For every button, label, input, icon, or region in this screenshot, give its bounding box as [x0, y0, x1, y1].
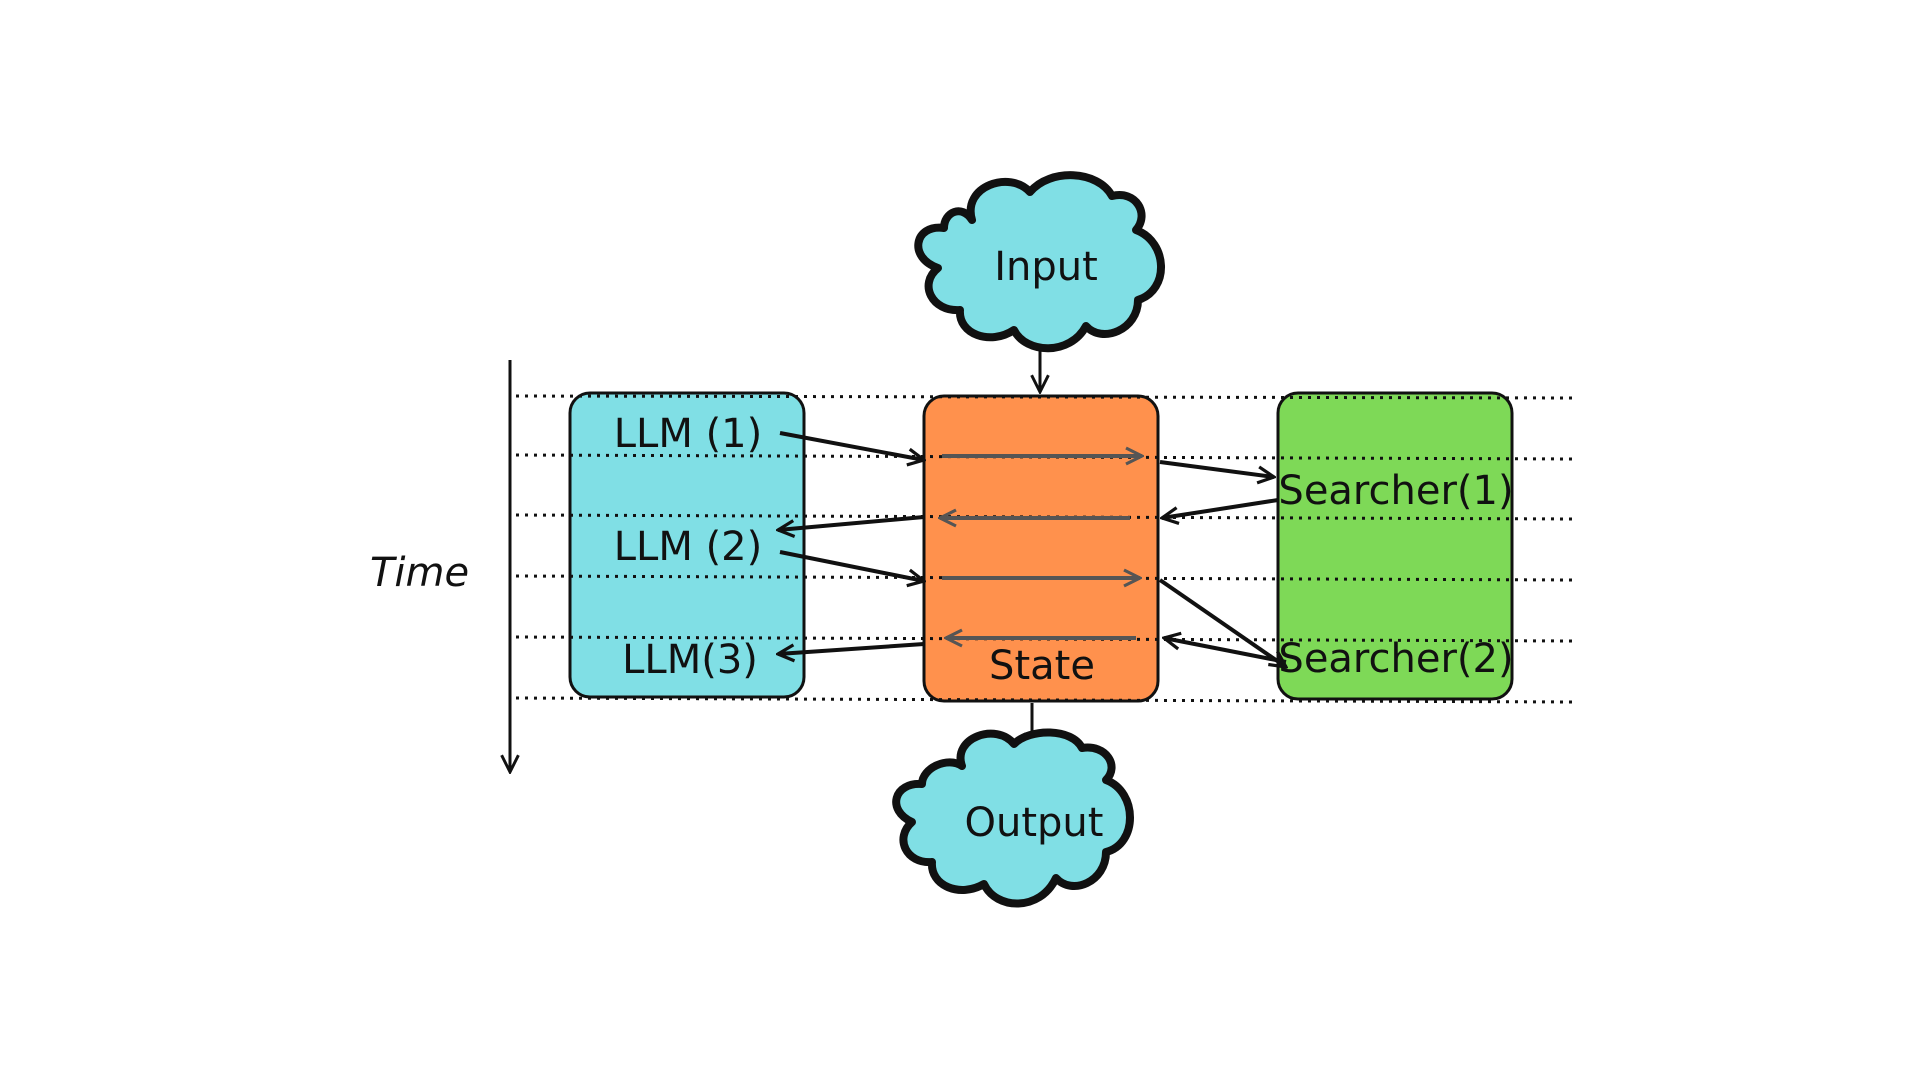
arrow-llm1-to-state: [779, 431, 924, 460]
output-cloud: [892, 728, 1134, 908]
searcher-box: [1276, 391, 1514, 701]
state-label: State: [989, 643, 1095, 689]
arrow-searcher2-to-state: [1164, 638, 1287, 664]
time-step-line: [515, 574, 1577, 582]
state-internal-arrows: [940, 456, 1142, 638]
time-step-line: [515, 394, 1577, 400]
searcher1-label: Searcher(1): [1278, 468, 1513, 514]
llm-box: [568, 391, 806, 699]
time-step-lines: [515, 394, 1577, 704]
llm1-label: LLM (1): [614, 411, 762, 457]
time-step-line: [515, 696, 1577, 704]
input-label: Input: [994, 244, 1098, 290]
arrow-state-to-searcher1: [1159, 460, 1274, 477]
arrow-llm2-to-state: [779, 550, 924, 581]
time-step-line: [515, 513, 1577, 521]
arrow-state-to-llm2: [778, 515, 925, 530]
time-step-line: [515, 635, 1577, 643]
output-label: Output: [965, 800, 1104, 846]
input-cloud: [914, 171, 1165, 353]
searcher2-label: Searcher(2): [1278, 636, 1513, 682]
time-step-line: [515, 453, 1577, 461]
flow-arrows: [778, 431, 1287, 667]
arrow-state-to-searcher2: [1158, 578, 1286, 667]
arrow-searcher1-to-state: [1162, 498, 1279, 518]
arrow-state-to-llm3: [778, 642, 925, 654]
llm2-label: LLM (2): [614, 524, 762, 570]
time-label: Time: [370, 550, 469, 596]
llm3-label: LLM(3): [622, 637, 758, 683]
